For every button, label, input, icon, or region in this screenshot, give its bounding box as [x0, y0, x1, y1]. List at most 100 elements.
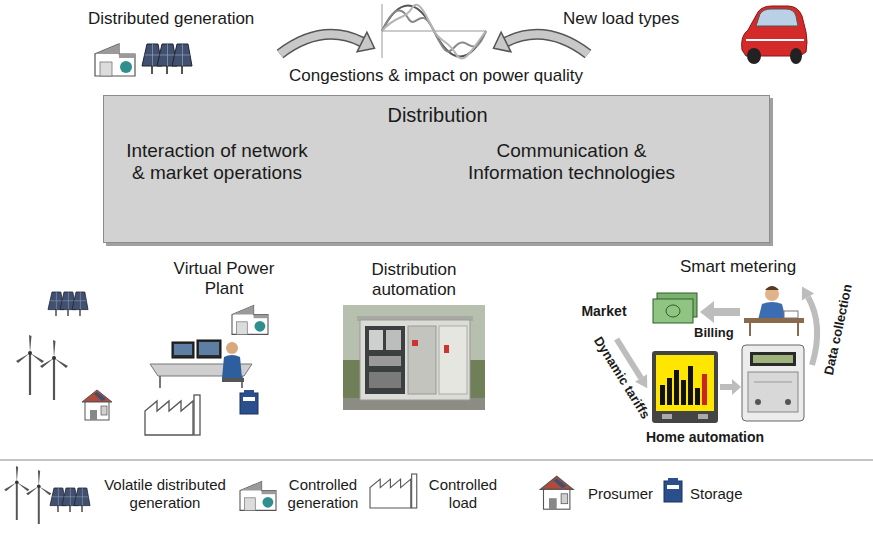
electric-car-icon [747, 48, 761, 64]
electric-car-icon [742, 6, 807, 64]
prosumer-house-icon [82, 390, 112, 420]
clerk-icon [744, 318, 804, 323]
control-room-operator [174, 344, 192, 355]
smart-meter-icon [753, 355, 793, 363]
clerk-icon [784, 311, 798, 318]
collection-arrow [808, 297, 817, 365]
curved-arrow [280, 34, 362, 54]
control-room-operator [222, 355, 242, 378]
electric-car-icon [746, 39, 804, 41]
control-room-operator [199, 342, 219, 355]
device-label: Home automation [635, 429, 775, 446]
solar-row-icon [50, 488, 90, 512]
substation-photo [369, 372, 401, 388]
clerk-icon [744, 286, 804, 336]
home-display-icon [695, 388, 700, 405]
smart-meter-icon [755, 399, 761, 405]
home-display-icon [667, 378, 672, 405]
home-display-icon [702, 374, 707, 405]
control-room-operator [222, 378, 244, 382]
clerk-icon [797, 323, 799, 336]
home-display-icon [681, 380, 686, 405]
panel-topic: Interaction of network & market operatio… [122, 140, 312, 185]
money-icon [653, 293, 697, 323]
legend-text: Controlled generation [280, 476, 366, 511]
flow-label: Billing [694, 325, 750, 340]
control-room-operator [197, 340, 221, 358]
money-icon [666, 305, 680, 317]
home-display-icon [674, 370, 679, 405]
control-room-operator [172, 342, 194, 358]
waveform-graphic [382, 5, 486, 59]
home-display-icon [660, 385, 665, 405]
smart-meter-icon [742, 345, 804, 421]
curved-arrow [494, 32, 589, 54]
vpp-region-shape [5, 246, 303, 449]
substation-photo [386, 330, 401, 350]
plant-icon [95, 44, 135, 76]
market-arrow: Market [575, 297, 649, 327]
factory-icon [370, 474, 417, 508]
control-room-operator [159, 376, 161, 388]
legend-text: Controlled load [420, 476, 506, 511]
legend-text: Prosumer [588, 485, 660, 503]
smart-meter-icon [748, 372, 798, 412]
smart-meter-icon [750, 352, 796, 366]
automation-region-shape [298, 250, 530, 445]
separator-line [0, 460, 873, 461]
substation-photo [408, 326, 436, 394]
collection-arrow [802, 287, 814, 301]
curved-arrow [280, 34, 362, 54]
home-display-icon [662, 414, 672, 419]
metering-region: Smart meteringMarket [528, 245, 871, 450]
market-arrow-shape [576, 298, 648, 326]
plant-icon [232, 306, 268, 335]
curved-arrow [506, 34, 588, 54]
home-display-icon [656, 355, 714, 411]
display-to-meter-arrow [720, 379, 741, 395]
clerk-icon [765, 287, 779, 301]
waveform-graphic [382, 4, 486, 58]
storage-icon [240, 390, 258, 414]
substation-photo [439, 326, 467, 394]
electric-car-icon [790, 48, 802, 64]
smart-meter-icon [785, 399, 791, 405]
legend-text: Storage [690, 485, 762, 503]
home-display-icon [698, 414, 708, 419]
clerk-icon [749, 323, 751, 336]
automation-region-outline [298, 250, 530, 445]
substation-photo [369, 330, 383, 350]
control-room-operator [150, 340, 252, 388]
solar-row-icon [142, 44, 192, 74]
substation-photo [343, 305, 485, 410]
substation-photo [369, 356, 401, 366]
wind-turbine-icon [26, 470, 51, 524]
plant-icon [240, 482, 276, 511]
home-display-icon [688, 366, 693, 405]
panel-heading: Distribution [104, 104, 771, 128]
storage-icon [664, 478, 682, 502]
impact-label: Congestions & impact on power quality [186, 66, 686, 86]
substation-photo [343, 305, 485, 410]
electric-car-icon [756, 9, 798, 26]
substation-photo [365, 326, 405, 394]
smart-meter-icon [754, 382, 792, 383]
wind-turbine-icon [16, 335, 44, 395]
region-title: Distribution automation [349, 260, 479, 300]
substation-photo [444, 345, 449, 353]
source-label: Distributed generation [88, 9, 288, 29]
control-room-operator [226, 342, 238, 354]
clerk-icon [758, 302, 786, 320]
panel-topic: Communication & Information technologies [459, 140, 684, 185]
curved-arrow [506, 34, 588, 54]
metering-region-shape [528, 245, 871, 450]
home-display-icon [652, 351, 718, 423]
flow-label: Data collection [818, 271, 857, 388]
flow-label: Dynamic tariffs [584, 323, 661, 433]
wind-turbine-icon [4, 466, 29, 520]
money-icon [653, 299, 693, 323]
substation-photo [412, 340, 418, 346]
region-title: Smart metering [670, 257, 806, 277]
curved-arrow [494, 32, 511, 52]
